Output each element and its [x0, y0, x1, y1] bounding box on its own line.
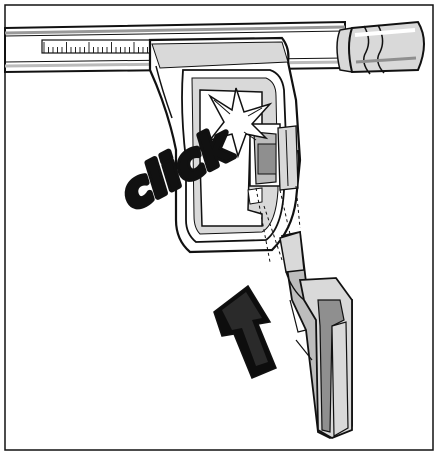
ruler-scale [41, 39, 155, 54]
clip-part [279, 230, 353, 440]
figure-frame [4, 4, 434, 451]
click-burst [207, 87, 273, 159]
push-arrow [213, 284, 277, 379]
end-cap [336, 20, 425, 75]
alignment-guides [255, 185, 301, 263]
